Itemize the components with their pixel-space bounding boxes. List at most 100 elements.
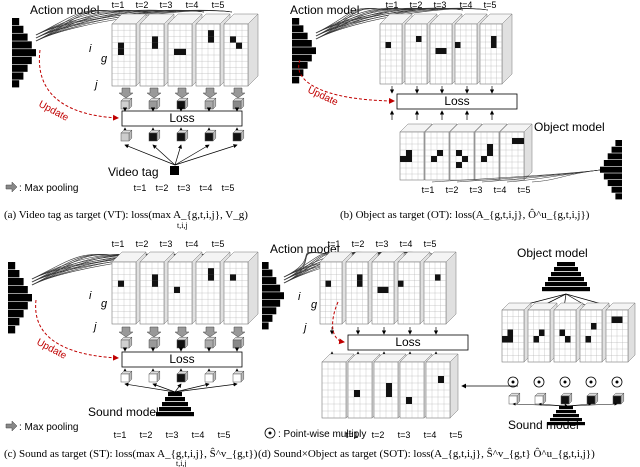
model-layer <box>603 160 622 167</box>
small-cube <box>148 370 161 383</box>
model-layer <box>12 72 24 80</box>
time-step-label: t=5 <box>222 183 235 193</box>
model-layer <box>165 397 185 402</box>
time-step-label: t=1 <box>134 183 147 193</box>
cube-front <box>232 100 242 110</box>
action-model-c <box>8 262 32 334</box>
model-layer <box>600 166 622 173</box>
cube-front <box>204 132 214 142</box>
cube-front <box>176 100 186 110</box>
volume-side <box>627 302 636 363</box>
active-cell <box>208 30 214 37</box>
axis-j-d: j <box>302 322 307 334</box>
cube-front <box>176 132 186 142</box>
active-cell <box>406 150 412 156</box>
active-cell <box>533 336 539 343</box>
time-step-label: t=5 <box>212 0 225 10</box>
model-connections-b <box>315 7 489 40</box>
pooled-cubes-c <box>120 336 245 349</box>
action-model-a <box>12 18 36 88</box>
fan-arrow <box>174 144 183 166</box>
volume-side <box>523 123 533 181</box>
model-layer <box>8 318 20 326</box>
model-layer <box>547 422 585 426</box>
cube-front <box>120 100 130 110</box>
model-layer <box>8 310 24 318</box>
feature-volumes-d <box>319 251 457 325</box>
axis-i-c: i <box>89 290 92 302</box>
active-cell <box>152 280 158 287</box>
time-step-label: t=4 <box>186 0 199 10</box>
model-layer <box>156 412 194 417</box>
cube-front <box>148 373 158 383</box>
cube-front <box>148 132 158 142</box>
legend-max-pooling-a: : Max pooling <box>19 183 78 194</box>
model-layer <box>262 322 269 330</box>
active-cell <box>118 42 124 49</box>
model-layer <box>8 262 16 270</box>
small-cube <box>176 336 189 349</box>
model-layer <box>556 410 576 414</box>
update-label-c: Update <box>35 337 69 362</box>
active-cell <box>152 274 158 281</box>
multiply-dot <box>615 380 619 384</box>
model-layer <box>559 406 573 410</box>
feature-volumes-a <box>111 13 259 87</box>
object-map <box>499 123 533 181</box>
model-layer <box>542 287 590 292</box>
pooling-arrow-icon <box>118 326 134 338</box>
max-pool-arrows-a <box>118 87 246 99</box>
model-layer <box>262 284 281 292</box>
sound-model-c <box>156 392 194 417</box>
model-layer <box>262 269 273 277</box>
cube-front <box>176 339 186 349</box>
active-cell <box>441 48 447 54</box>
time-step-label: t=1 <box>328 239 341 249</box>
small-cube <box>612 392 625 405</box>
caption-sub-c: t,i,j <box>176 459 187 467</box>
max-pool-arrows-c <box>118 326 246 338</box>
time-step-label: t=1 <box>112 239 125 249</box>
time-step-label: t=2 <box>446 185 459 195</box>
time-step-label: t=2 <box>140 430 153 440</box>
small-cube <box>232 97 245 110</box>
time-step-label: t=3 <box>470 185 483 195</box>
time-step-label: t=2 <box>410 0 423 10</box>
active-cell <box>230 36 236 43</box>
loss-arrows-bottom-b <box>389 110 495 120</box>
pointwise-multiply-icon-dot <box>268 431 272 435</box>
active-cell <box>383 286 389 293</box>
fan-arrow <box>565 402 618 407</box>
object-model-b <box>600 140 622 200</box>
active-cell <box>491 42 497 48</box>
model-layer <box>554 267 578 272</box>
cube-front <box>232 132 242 142</box>
time-step-label: t=5 <box>424 239 437 249</box>
sound-cubes-d <box>508 392 625 405</box>
caption-b: (b) Object as target (OT): loss(A_{g,t,i… <box>340 209 590 221</box>
video-tag-cube <box>170 166 179 175</box>
fan-arrow <box>538 402 567 407</box>
axis-g-d: g <box>311 299 318 311</box>
active-cell <box>455 42 461 48</box>
cube-front <box>534 395 544 405</box>
model-layer <box>8 302 28 310</box>
update-label-a: Update <box>37 99 71 124</box>
target-cubes-a <box>120 129 245 142</box>
connection-line <box>531 169 601 183</box>
model-layer <box>607 153 622 160</box>
pooled-cubes-a <box>120 97 245 110</box>
cube-front <box>120 132 130 142</box>
small-cube <box>232 129 245 142</box>
multiply-dot <box>537 380 541 384</box>
update-arrow-b <box>298 59 395 104</box>
cube-front <box>586 395 596 405</box>
model-layer <box>611 146 622 153</box>
active-cell <box>591 323 597 330</box>
loss-label-a: Loss <box>169 111 194 125</box>
active-cell <box>507 329 513 336</box>
small-cube <box>120 336 133 349</box>
